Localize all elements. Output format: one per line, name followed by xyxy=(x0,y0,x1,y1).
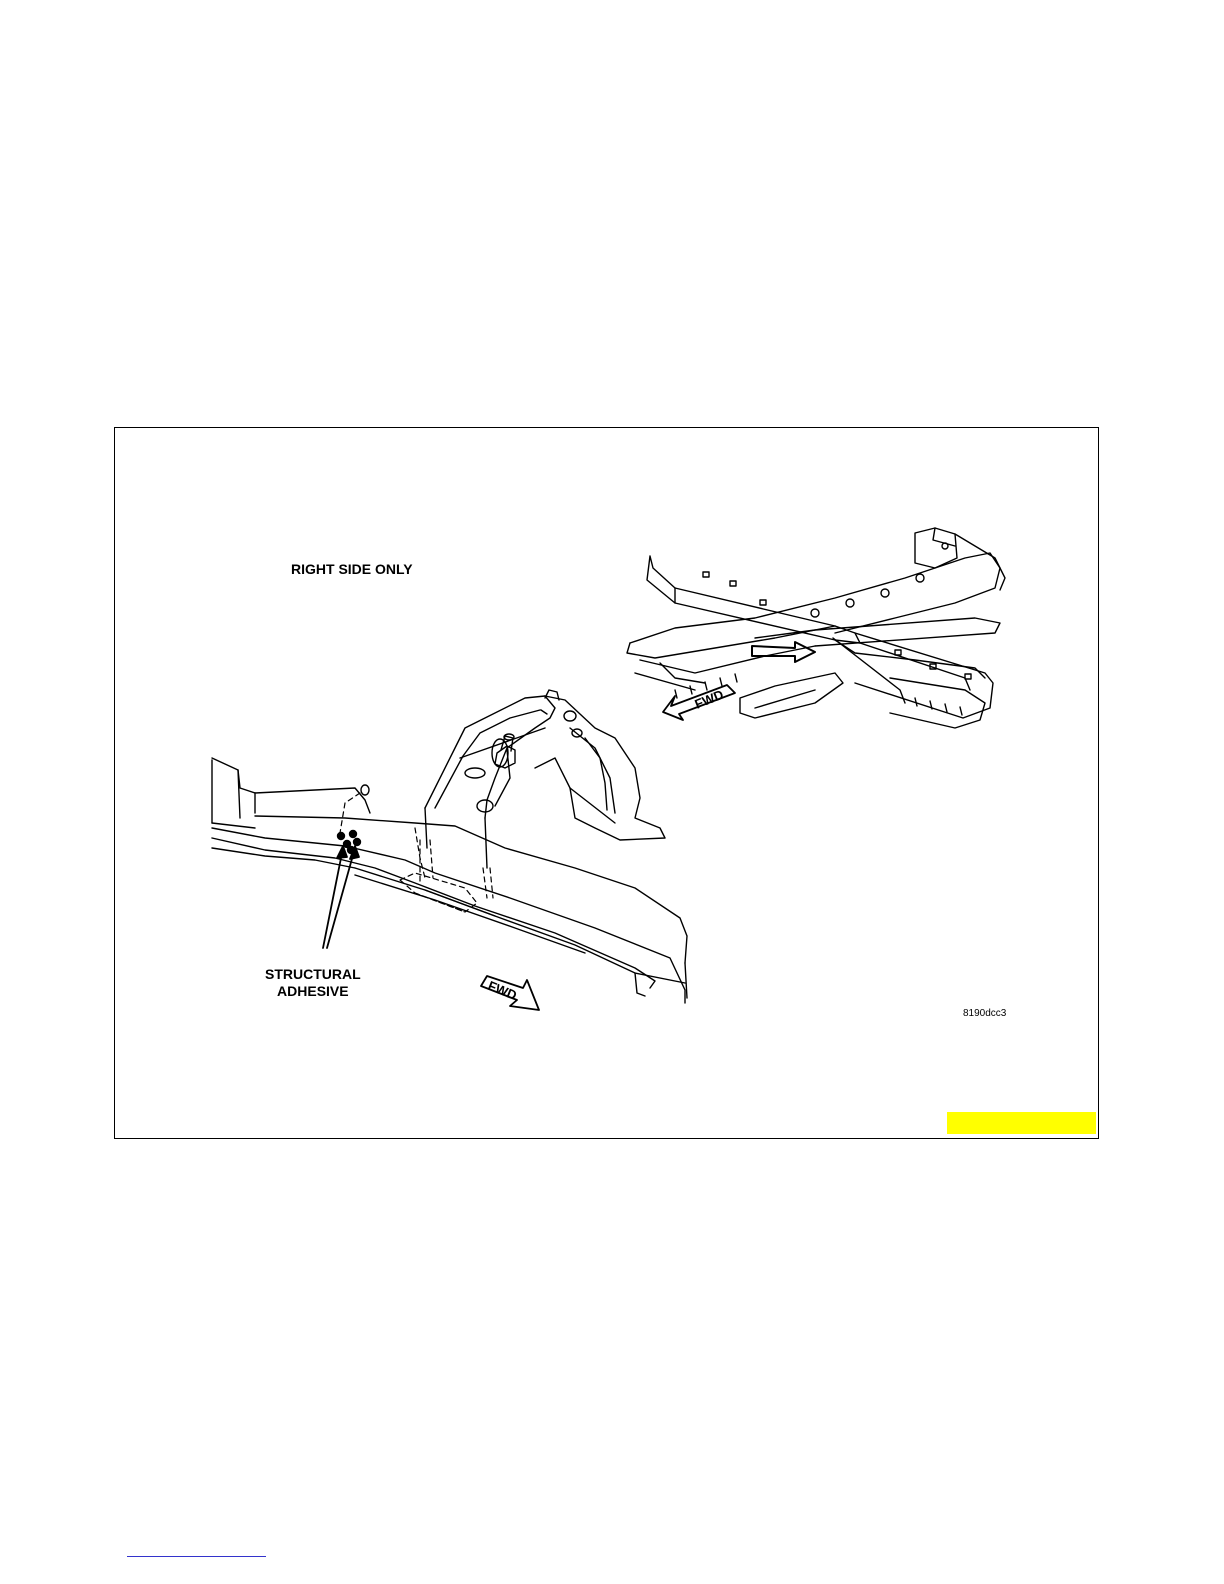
right-side-only-label: RIGHT SIDE ONLY xyxy=(291,561,413,577)
figure-id-label: 8190dcc3 xyxy=(963,1008,1006,1019)
hidden-reinforcement-dashed xyxy=(340,793,493,912)
structural-adhesive-label: STRUCTURAL ADHESIVE xyxy=(265,966,361,1000)
footer-link-underline[interactable] xyxy=(127,1556,266,1557)
frame-rail-drawing: FWD FWD xyxy=(115,428,1100,1140)
figure-frame: FWD FWD RIGHT SIDE ONLY STRUCTURAL ADHES… xyxy=(114,427,1099,1139)
adhesive-label-line1: STRUCTURAL xyxy=(265,966,361,983)
frame-rail-detail xyxy=(212,690,687,1003)
adhesive-leader-arrows xyxy=(323,846,359,948)
highlight-bar xyxy=(947,1112,1096,1134)
underbody-overview-inset xyxy=(627,528,1005,728)
adhesive-label-line2: ADHESIVE xyxy=(265,983,361,1000)
fwd-label-inset: FWD xyxy=(693,687,726,712)
fwd-label-main: FWD xyxy=(486,978,519,1003)
